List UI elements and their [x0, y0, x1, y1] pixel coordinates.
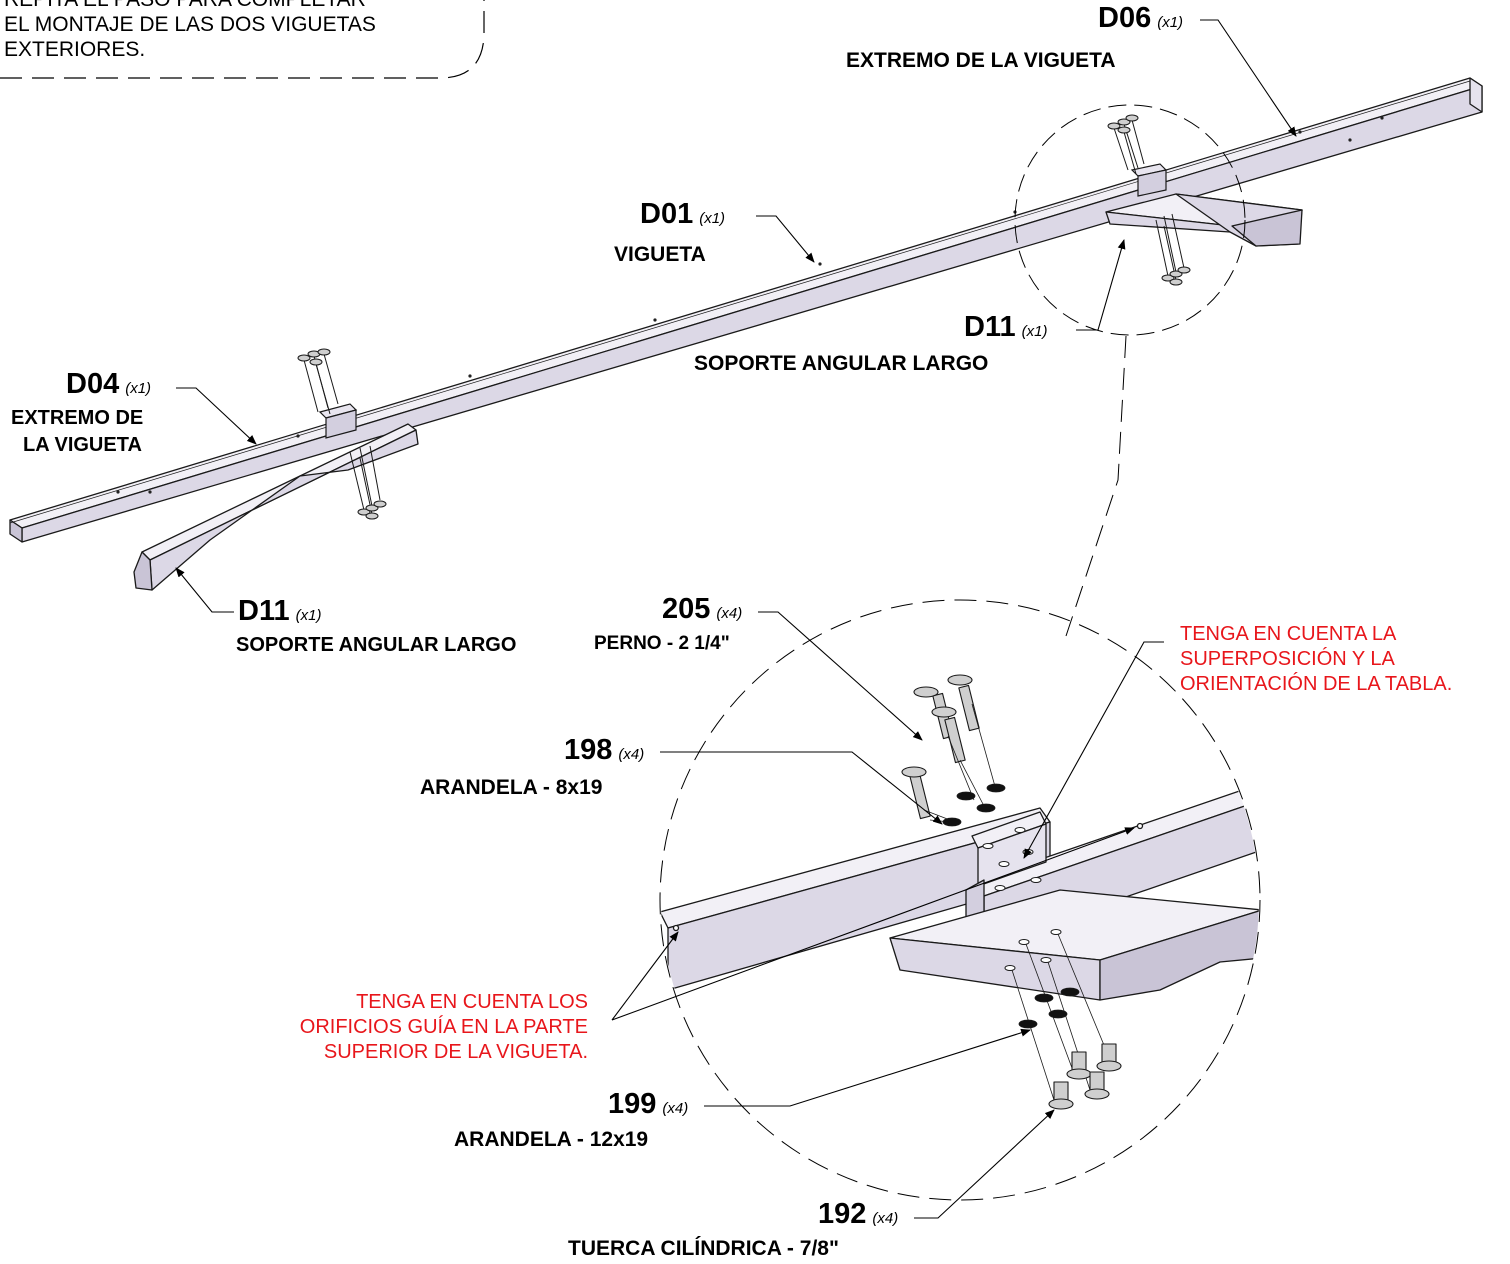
part-label-d06: D06 (x1) — [1098, 2, 1183, 35]
part-label-198: 198 (x4) — [564, 734, 644, 767]
part-qty: (x4) — [872, 1210, 899, 1227]
instruction-note-line: EXTERIORES. — [4, 38, 146, 61]
overlap-note-line: SUPERPOSICIÓN Y LA — [1180, 648, 1395, 670]
part-label-192: 192 (x4) — [818, 1198, 898, 1231]
instruction-note-line: EL MONTAJE DE LAS DOS VIGUETAS — [4, 13, 376, 36]
part-qty: (x1) — [1021, 323, 1048, 340]
part-label-d11-left: D11 (x1) — [238, 595, 321, 628]
part-qty: (x4) — [618, 746, 645, 763]
part-desc-198: ARANDELA - 8x19 — [420, 776, 603, 799]
part-code: 192 — [818, 1198, 867, 1230]
part-label-d11-right: D11 (x1) — [964, 311, 1047, 344]
left-fasteners — [297, 348, 387, 520]
part-code: D06 — [1098, 2, 1152, 34]
part-label-199: 199 (x4) — [608, 1088, 688, 1121]
part-qty: (x1) — [125, 380, 152, 397]
part-desc-d04-line2: LA VIGUETA — [23, 434, 142, 456]
part-code: 199 — [608, 1088, 657, 1120]
holes-note-line: TENGA EN CUENTA LOS — [356, 991, 588, 1013]
holes-note: TENGA EN CUENTA LOS ORIFICIOS GUÍA EN LA… — [300, 990, 588, 1065]
detail-view — [661, 674, 1259, 1110]
part-label-d01: D01 (x1) — [640, 198, 725, 231]
right-fasteners — [1107, 114, 1191, 286]
part-qty: (x1) — [295, 607, 322, 624]
detail-connector — [1065, 335, 1127, 637]
part-desc-d11-left: SOPORTE ANGULAR LARGO — [236, 634, 517, 656]
instruction-note-line: REPITA EL PASO PARA COMPLETAR — [4, 0, 376, 12]
joist-assembly — [9, 77, 1483, 543]
joist-pilot-holes — [116, 116, 1384, 494]
splice-block-left — [318, 403, 358, 439]
part-code: D11 — [964, 311, 1016, 343]
leader-lines — [175, 19, 1297, 1219]
holes-note-line: SUPERIOR DE LA VIGUETA. — [323, 1041, 588, 1063]
part-qty: (x4) — [716, 605, 743, 622]
right-angular-support — [1105, 193, 1303, 247]
holes-note-line: ORIFICIOS GUÍA EN LA PARTE — [299, 1016, 588, 1038]
part-code: D11 — [238, 595, 290, 627]
part-code: 205 — [662, 593, 711, 625]
overlap-note-line: ORIENTACIÓN DE LA TABLA. — [1180, 673, 1453, 695]
instruction-note: REPITA EL PASO PARA COMPLETAR EL MONTAJE… — [4, 0, 376, 62]
part-qty: (x1) — [699, 210, 726, 227]
left-angular-support — [133, 423, 419, 591]
part-desc-d06: EXTREMO DE LA VIGUETA — [846, 49, 1116, 72]
part-code: 198 — [564, 734, 613, 766]
part-desc-d01: VIGUETA — [614, 243, 706, 266]
part-desc-205: PERNO - 2 1/4" — [594, 633, 730, 654]
part-desc-199: ARANDELA - 12x19 — [454, 1128, 649, 1151]
part-qty: (x1) — [1157, 14, 1184, 31]
part-label-d04: D04 (x1) — [66, 368, 151, 401]
splice-block-right — [1130, 163, 1168, 197]
overlap-note: TENGA EN CUENTA LA SUPERPOSICIÓN Y LA OR… — [1180, 622, 1452, 697]
detail-circle — [659, 599, 1261, 1201]
part-code: D01 — [640, 198, 694, 230]
part-code: D04 — [66, 368, 120, 400]
overlap-note-line: TENGA EN CUENTA LA — [1180, 623, 1397, 645]
part-qty: (x4) — [662, 1100, 689, 1117]
part-desc-d04-line1: EXTREMO DE — [11, 407, 144, 429]
part-desc-192: TUERCA CILÍNDRICA - 7/8" — [568, 1237, 839, 1260]
part-desc-d11-right: SOPORTE ANGULAR LARGO — [694, 352, 989, 375]
part-label-205: 205 (x4) — [662, 593, 742, 626]
detail-source-circle — [1014, 104, 1246, 336]
